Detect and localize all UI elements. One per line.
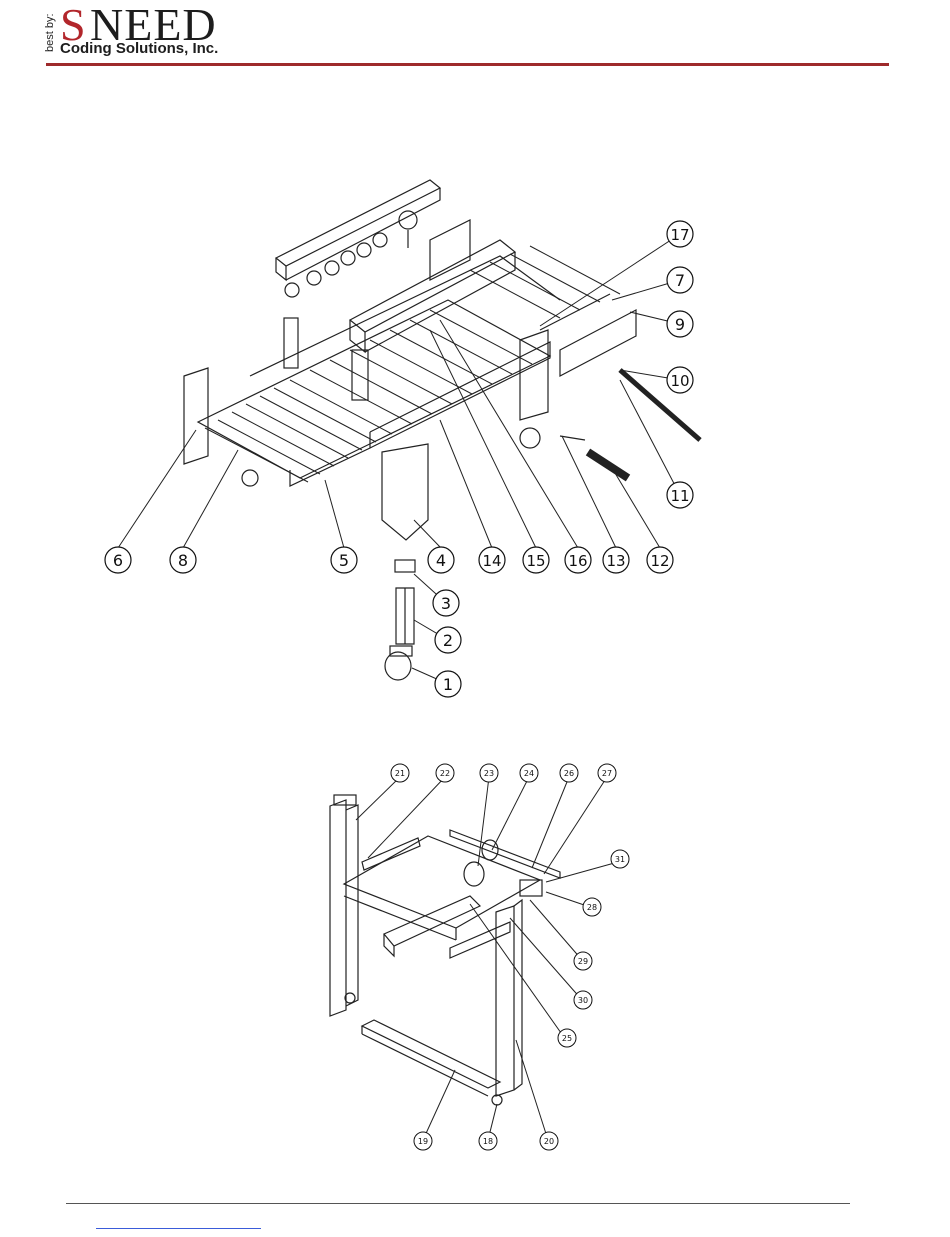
callout-label: 5 [339,551,349,570]
callout-20: 20 [540,1132,558,1150]
callout-1: 1 [435,671,461,697]
callout-3: 3 [433,590,459,616]
callout-19: 19 [414,1132,432,1150]
callout-26: 26 [560,764,578,782]
callout-label: 10 [670,372,689,390]
callout-8: 8 [170,547,196,573]
callout-label: 21 [395,769,405,778]
callout-5: 5 [331,547,357,573]
callout-label: 30 [578,996,588,1005]
callout-label: 4 [436,551,446,570]
callout-label: 2 [443,631,453,650]
callout-label: 27 [602,769,612,778]
callout-label: 15 [526,552,545,570]
callout-label: 6 [113,551,123,570]
callout-7: 7 [667,267,693,293]
frame-assembly-drawing [330,795,560,1105]
callout-label: 3 [441,594,451,613]
callout-31: 31 [611,850,629,868]
callout-30: 30 [574,991,592,1009]
callout-14: 14 [479,547,505,573]
callout-18: 18 [479,1132,497,1150]
callout-2: 2 [435,627,461,653]
callout-label: 20 [544,1137,554,1146]
callout-label: 31 [615,855,625,864]
callout-label: 23 [484,769,494,778]
callout-4: 4 [428,547,454,573]
callout-label: 17 [670,226,689,244]
callout-label: 28 [587,903,597,912]
callout-12: 12 [647,547,673,573]
callout-22: 22 [436,764,454,782]
callout-label: 26 [564,769,574,778]
callout-label: 24 [524,769,534,778]
callout-label: 13 [606,552,625,570]
callout-15: 15 [523,547,549,573]
callout-label: 22 [440,769,450,778]
callout-label: 1 [443,675,453,694]
callout-11: 11 [667,482,693,508]
callout-label: 12 [650,552,669,570]
callout-label: 7 [675,271,685,290]
footer-rule [66,1203,850,1204]
callout-label: 14 [482,552,501,570]
callout-label: 16 [568,552,587,570]
callout-16: 16 [565,547,591,573]
callouts-bottom: 21 22 23 24 26 27 31 28 29 30 25 19 18 2… [391,764,629,1150]
callout-23: 23 [480,764,498,782]
callout-label: 11 [670,487,689,505]
leg-caster-detail [385,560,415,680]
callout-27: 27 [598,764,616,782]
callout-17: 17 [667,221,693,247]
callout-label: 29 [578,957,588,966]
callout-9: 9 [667,311,693,337]
callout-25: 25 [558,1029,576,1047]
callout-label: 18 [483,1137,493,1146]
footer-link-underline[interactable] [96,1228,261,1229]
callout-24: 24 [520,764,538,782]
callout-28: 28 [583,898,601,916]
callout-label: 19 [418,1137,428,1146]
callout-label: 25 [562,1034,572,1043]
callout-21: 21 [391,764,409,782]
callout-10: 10 [667,367,693,393]
callout-label: 9 [675,315,685,334]
callout-6: 6 [105,547,131,573]
callout-29: 29 [574,952,592,970]
callout-13: 13 [603,547,629,573]
callout-label: 8 [178,551,188,570]
